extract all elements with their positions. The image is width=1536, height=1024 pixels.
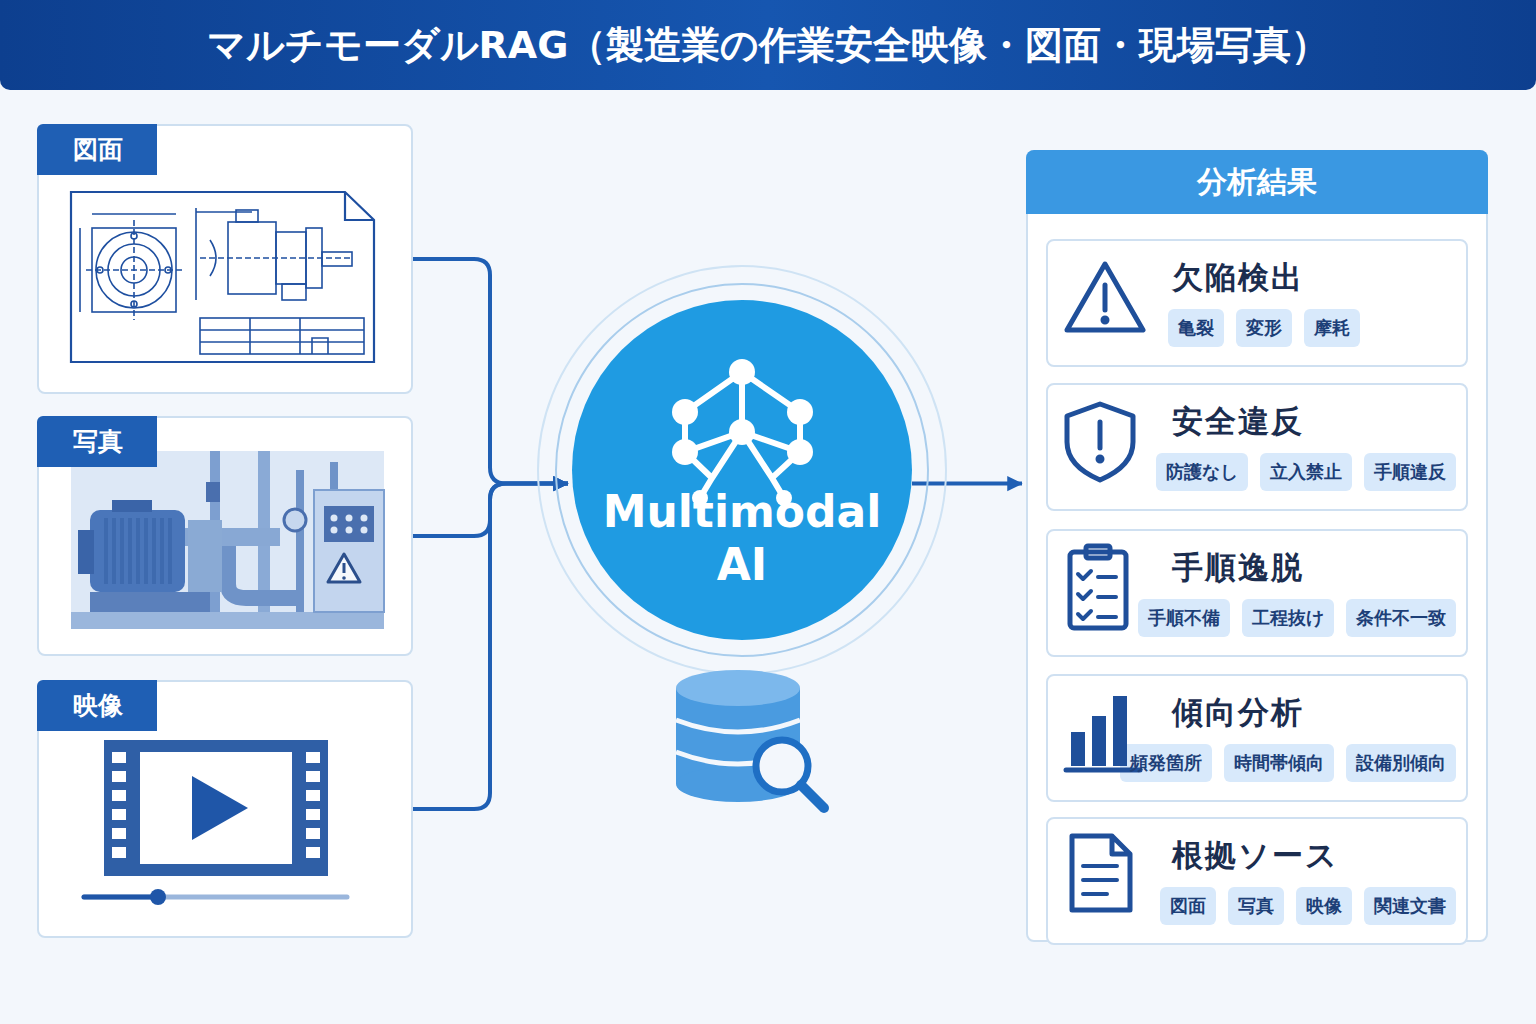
result-heading: 分析結果: [1197, 162, 1317, 203]
tag-chip: 亀裂: [1168, 309, 1224, 347]
tag-text: 図面: [1170, 894, 1206, 918]
tag-chip: 条件不一致: [1346, 599, 1456, 637]
tag-text: 変形: [1246, 316, 1282, 340]
tag-text: 写真: [1238, 894, 1274, 918]
ring: [556, 284, 928, 656]
tag-text: 条件不一致: [1356, 606, 1446, 630]
panel-tab: 映像: [37, 680, 157, 731]
flow-arrow: [413, 259, 568, 484]
flow-arrow: [413, 484, 568, 809]
tag-text: 亀裂: [1178, 316, 1214, 340]
tag-chip: 手順違反: [1364, 453, 1456, 491]
tag-text: 手順不備: [1148, 606, 1220, 630]
card-heading: 手順逸脱: [1172, 547, 1304, 589]
chip-row: 防護なし 立入禁止 手順違反: [1156, 453, 1456, 491]
tag-text: 手順違反: [1374, 460, 1446, 484]
card-heading: 欠陥検出: [1172, 257, 1304, 299]
database-icon: [676, 670, 824, 808]
tag-chip: 図面: [1160, 887, 1216, 925]
tag-chip: 工程抜け: [1242, 599, 1334, 637]
tag-chip: 防護なし: [1156, 453, 1248, 491]
card-heading: 根拠ソース: [1172, 835, 1339, 877]
result-card: 安全違反防護なし 立入禁止 手順違反: [1046, 383, 1468, 511]
tag-chip: 変形: [1236, 309, 1292, 347]
panel-tab: 図面: [37, 124, 157, 175]
tag-chip: 時間帯傾向: [1224, 744, 1334, 782]
chip-row: 亀裂 変形 摩耗: [1168, 309, 1360, 347]
tag-chip: 手順不備: [1138, 599, 1230, 637]
card-heading: 安全違反: [1172, 401, 1304, 443]
result-card: 傾向分析頻発箇所 時間帯傾向 設備別傾向: [1046, 674, 1468, 802]
tag-text: 頻発箇所: [1130, 751, 1202, 775]
tag-text: 時間帯傾向: [1234, 751, 1324, 775]
tag-chip: 映像: [1296, 887, 1352, 925]
tag-chip: 写真: [1228, 887, 1284, 925]
tag-text: 関連文書: [1374, 894, 1446, 918]
chip-row: 手順不備 工程抜け 条件不一致: [1138, 599, 1456, 637]
title-text: マルチモーダルRAG（製造業の作業安全映像・図面・現場写真）: [207, 20, 1330, 71]
tag-chip: 関連文書: [1364, 887, 1456, 925]
tag-chip: 頻発箇所: [1120, 744, 1212, 782]
tag-text: 映像: [1306, 894, 1342, 918]
chip-row: 図面 写真 映像 関連文書: [1160, 887, 1456, 925]
tag-text: 工程抜け: [1252, 606, 1324, 630]
ring: [538, 266, 946, 674]
tag-text: 防護なし: [1166, 460, 1238, 484]
tag-text: 摩耗: [1314, 316, 1350, 340]
tag-text: 設備別傾向: [1356, 751, 1446, 775]
ai-circle: Multimodal AI: [572, 300, 912, 640]
panel-tab: 写真: [37, 416, 157, 467]
factory-photo: [71, 451, 384, 629]
ai-label: Multimodal AI: [597, 486, 887, 592]
tag-chip: 立入禁止: [1260, 453, 1352, 491]
card-heading: 傾向分析: [1172, 692, 1304, 734]
tag-chip: 摩耗: [1304, 309, 1360, 347]
result-card: 欠陥検出亀裂 変形 摩耗: [1046, 239, 1468, 367]
tag-text: 立入禁止: [1270, 460, 1342, 484]
title-band: マルチモーダルRAG（製造業の作業安全映像・図面・現場写真）: [0, 0, 1536, 90]
chip-row: 頻発箇所 時間帯傾向 設備別傾向: [1120, 744, 1456, 782]
tag-chip: 設備別傾向: [1346, 744, 1456, 782]
result-header: 分析結果: [1026, 150, 1488, 214]
